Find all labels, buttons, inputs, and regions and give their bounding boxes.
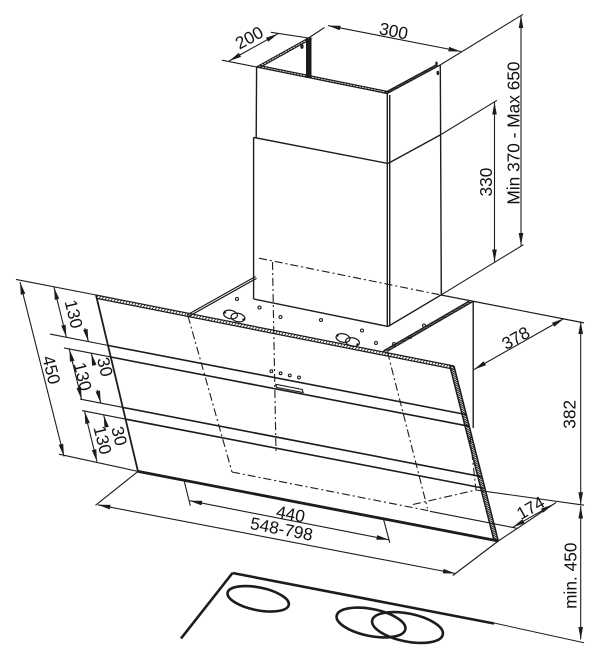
svg-text:30: 30 — [107, 424, 131, 448]
svg-text:330: 330 — [476, 168, 496, 197]
svg-text:382: 382 — [560, 400, 580, 429]
svg-text:min. 450: min. 450 — [561, 543, 581, 609]
svg-text:30: 30 — [93, 355, 117, 379]
svg-text:Min 370 - Max 650: Min 370 - Max 650 — [503, 61, 523, 204]
